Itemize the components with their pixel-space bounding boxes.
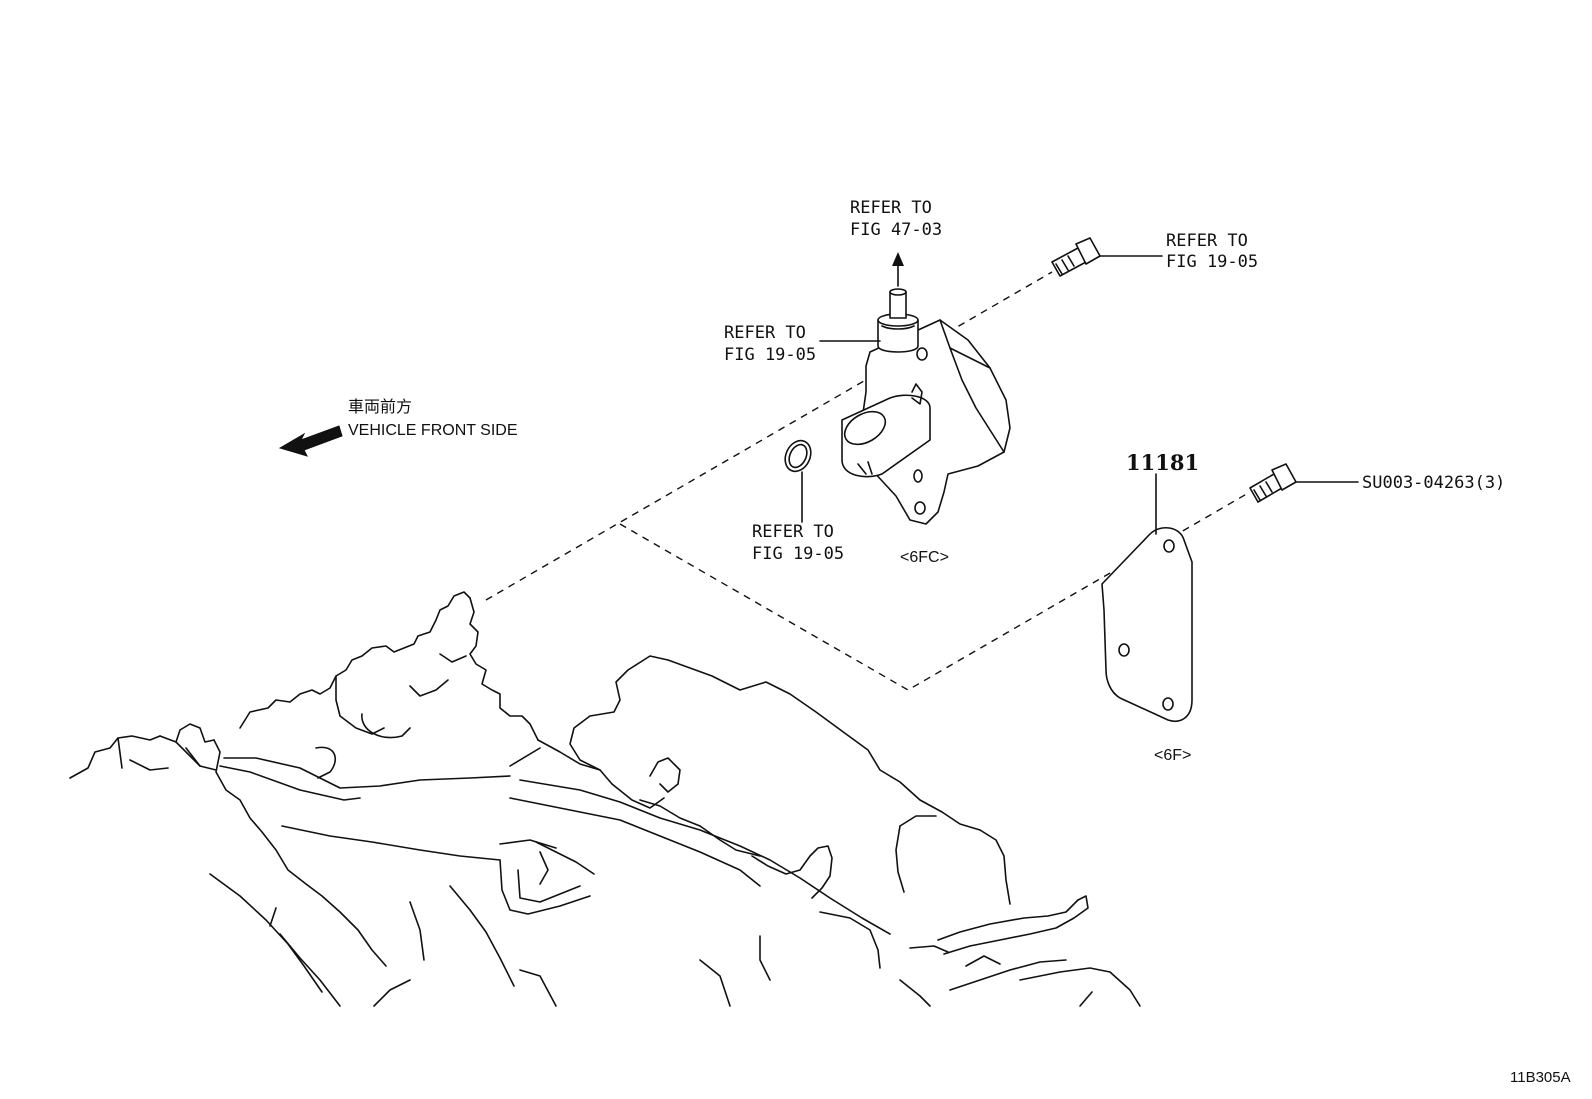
bolt-number-label: SU003-04263(3) xyxy=(1362,473,1505,493)
oring-ref-line1: REFER TO xyxy=(752,522,834,542)
oring-ref-line2: FIG 19-05 xyxy=(752,544,844,564)
bolt-top-ref-line2: FIG 19-05 xyxy=(1166,252,1258,272)
hose-ref-line2: FIG 47-03 xyxy=(850,220,942,240)
leader-lines xyxy=(801,252,1359,535)
direction-label-jp: 車両前方 xyxy=(348,397,412,416)
vehicle-front-arrow-icon xyxy=(278,425,343,457)
part-number-label: 11181 xyxy=(1126,450,1199,475)
direction-label-en: VEHICLE FRONT SIDE xyxy=(348,422,518,439)
cover-plate-11181 xyxy=(1101,527,1193,722)
bolt-lower xyxy=(1249,463,1297,503)
engine-block-outline xyxy=(69,591,1141,1007)
hose-ref-line1: REFER TO xyxy=(850,198,932,218)
drawing-code: 11B305A xyxy=(1510,1069,1571,1086)
installation-lines xyxy=(485,271,1251,691)
o-ring xyxy=(784,439,812,473)
pump-variant-label: <6FC> xyxy=(900,549,949,566)
bolt-upper xyxy=(1051,237,1101,277)
pump-ref-line2: FIG 19-05 xyxy=(724,345,816,365)
cover-variant-label: <6F> xyxy=(1154,747,1191,764)
vacuum-pump-assembly xyxy=(841,288,1011,525)
pump-ref-line1: REFER TO xyxy=(724,323,806,343)
arrowhead-icon xyxy=(892,252,904,266)
bolt-top-ref-line1: REFER TO xyxy=(1166,231,1248,251)
